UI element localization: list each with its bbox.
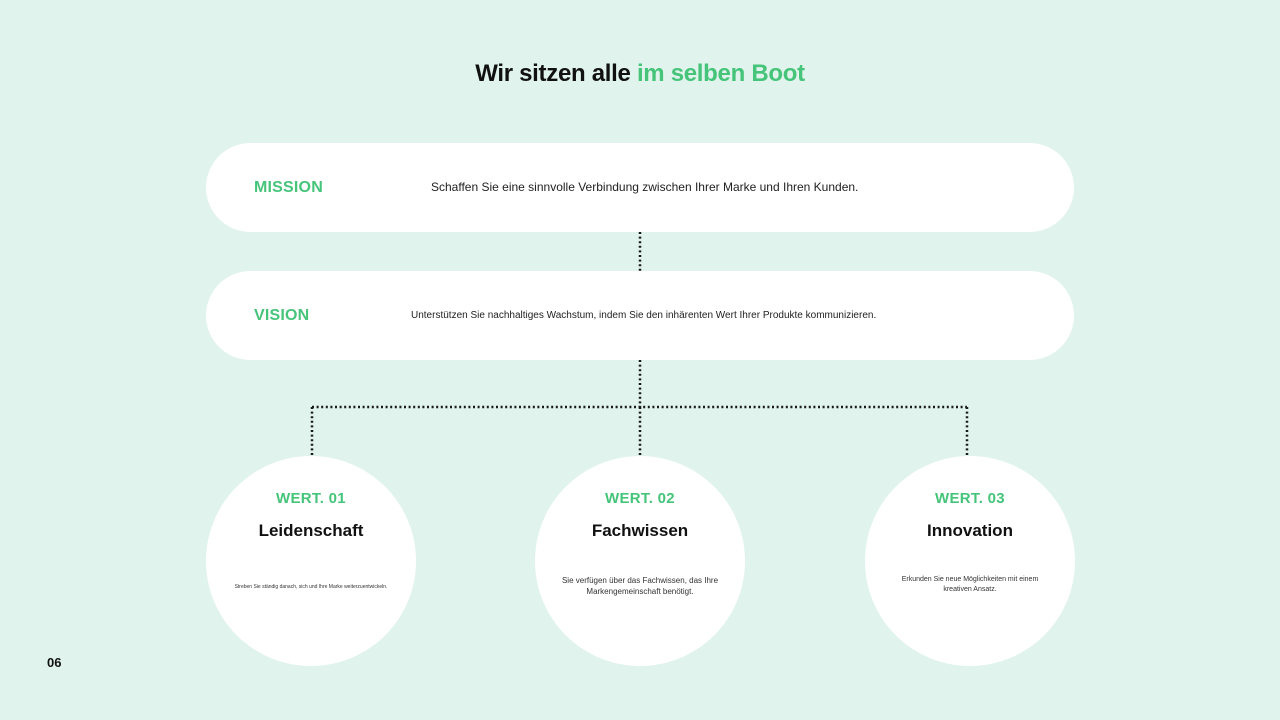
page-number: 06 (47, 655, 62, 670)
value-description: Erkunden Sie neue Möglichkeiten mit eine… (901, 576, 1039, 593)
value-description: Sie verfügen über das Fachwissen, das Ih… (561, 576, 719, 596)
value-card-1: WERT. 01 Leidenschaft Streben Sie ständi… (206, 456, 416, 666)
vision-card: VISION Unterstützen Sie nachhaltiges Wac… (206, 271, 1074, 360)
title-prefix: Wir sitzen alle (475, 60, 631, 87)
vision-label: VISION (254, 307, 310, 324)
value-description: Streben Sie ständig danach, sich und Ihr… (234, 584, 388, 590)
value-name: Fachwissen (591, 521, 689, 540)
mission-card: MISSION Schaffen Sie eine sinnvolle Verb… (206, 143, 1074, 232)
vision-text: Unterstützen Sie nachhaltiges Wachstum, … (411, 310, 877, 321)
value-label: WERT. 03 (935, 490, 1005, 507)
value-label: WERT. 02 (605, 490, 675, 507)
value-card-2: WERT. 02 Fachwissen Sie verfügen über da… (535, 456, 745, 666)
mission-label: MISSION (254, 179, 323, 196)
value-label: WERT. 01 (276, 490, 346, 507)
title-accent: im selben Boot (636, 60, 805, 87)
value-name: Innovation (927, 521, 1013, 540)
page-title: Wir sitzen alle im selben Boot (0, 60, 1280, 88)
mission-text: Schaffen Sie eine sinnvolle Verbindung z… (431, 180, 859, 194)
value-name: Leidenschaft (258, 521, 364, 540)
value-card-3: WERT. 03 Innovation Erkunden Sie neue Mö… (865, 456, 1075, 666)
